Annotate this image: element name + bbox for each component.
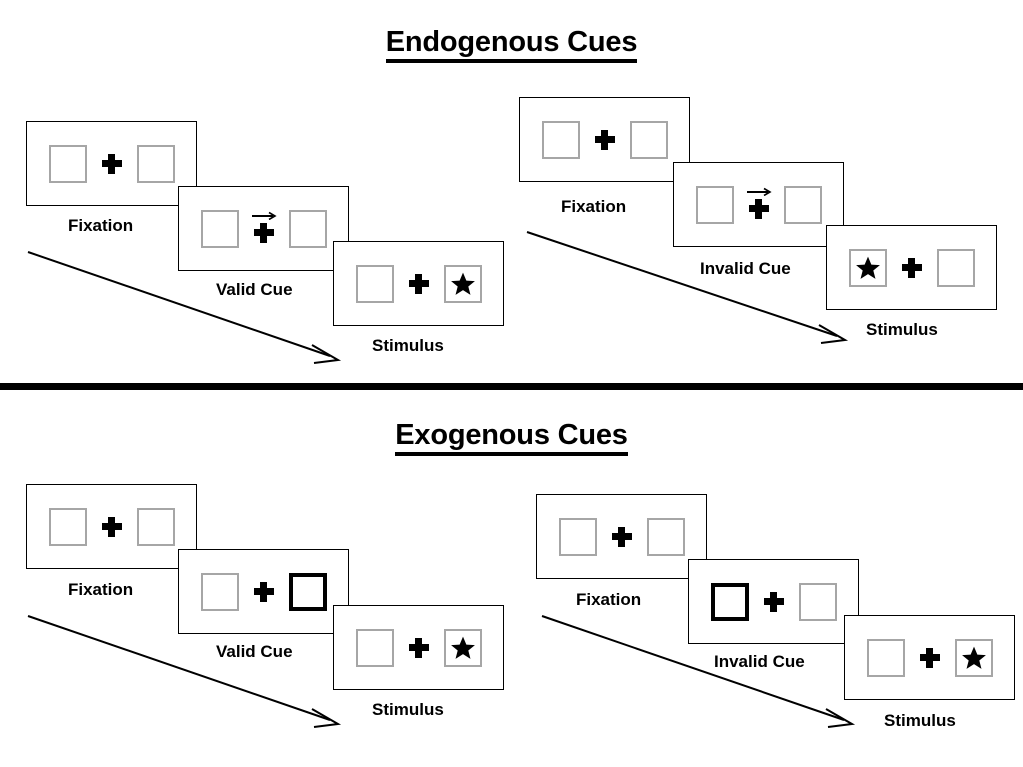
section-title-exogenous-text: Exogenous Cues: [395, 419, 628, 456]
plus-cross-icon: [101, 516, 122, 537]
trial-frame-exogenous-invalid-stimulus: [844, 615, 1015, 700]
plus-cross-icon: [408, 273, 429, 294]
trial-frame-endogenous-valid-cue: [178, 186, 349, 271]
step-label-endogenous-valid-fixation: Fixation: [68, 216, 134, 235]
placeholder-box-left-cued: [710, 582, 749, 621]
trial-frame-exogenous-invalid-cue: [688, 559, 859, 644]
plus-cross-icon: [919, 647, 940, 668]
step-label-endogenous-valid-stimulus: Stimulus: [372, 336, 444, 355]
plus-cross-icon: [901, 257, 922, 278]
plus-cross-icon: [408, 637, 429, 658]
placeholder-box-left: [866, 638, 905, 677]
plus-cross-icon: [101, 153, 122, 174]
trial-frame-endogenous-invalid-fixation: [519, 97, 690, 182]
placeholder-box-right: [136, 144, 175, 183]
plus-cross-icon: [611, 526, 632, 547]
fixation-cross-wrap: [611, 518, 633, 556]
plus-cross-icon: [748, 198, 769, 219]
step-label-endogenous-valid-cue: Valid Cue: [216, 280, 293, 299]
fixation-cross-wrap: [901, 249, 923, 287]
placeholder-box-right-target: [954, 638, 993, 677]
fixation-cross-wrap: [919, 639, 941, 677]
placeholder-box-left: [355, 628, 394, 667]
time-arrow-exogenous-invalid: [541, 615, 856, 728]
fixation-cross-wrap: [101, 508, 123, 546]
fixation-cross-wrap: [408, 265, 430, 303]
right-arrow-cue-icon: [251, 211, 277, 220]
plus-cross-icon: [253, 222, 274, 243]
star-icon: [855, 256, 880, 279]
step-label-endogenous-invalid-cue: Invalid Cue: [700, 259, 791, 278]
plus-cross-icon: [763, 591, 784, 612]
step-label-endogenous-invalid-stimulus: Stimulus: [866, 320, 938, 339]
time-arrow-exogenous-valid: [27, 615, 342, 728]
placeholder-box-left: [48, 507, 87, 546]
time-arrow-endogenous-valid: [27, 251, 342, 364]
fixation-cross-wrap: [101, 145, 123, 183]
placeholder-box-right-target: [443, 264, 482, 303]
step-label-exogenous-invalid-stimulus: Stimulus: [884, 711, 956, 730]
section-title-endogenous: Endogenous Cues: [0, 26, 1023, 63]
placeholder-box-right-cued: [288, 572, 327, 611]
star-icon: [450, 636, 475, 659]
fixation-cross-wrap: [253, 573, 275, 611]
star-icon: [450, 272, 475, 295]
placeholder-box-right: [936, 248, 975, 287]
placeholder-box-right: [798, 582, 837, 621]
step-label-exogenous-invalid-cue: Invalid Cue: [714, 652, 805, 671]
trial-frame-exogenous-invalid-fixation: [536, 494, 707, 579]
right-arrow-cue-icon: [746, 187, 772, 196]
trial-frame-endogenous-invalid-cue: [673, 162, 844, 247]
step-label-exogenous-invalid-fixation: Fixation: [576, 590, 642, 609]
step-label-exogenous-valid-fixation: Fixation: [68, 580, 134, 599]
placeholder-box-left: [541, 120, 580, 159]
step-label-exogenous-valid-stimulus: Stimulus: [372, 700, 444, 719]
trial-frame-endogenous-invalid-stimulus: [826, 225, 997, 310]
fixation-cross-wrap: [746, 186, 772, 224]
placeholder-box-right: [783, 185, 822, 224]
placeholder-box-right: [646, 517, 685, 556]
plus-cross-icon: [253, 581, 274, 602]
fixation-cross-wrap: [408, 629, 430, 667]
placeholder-box-left: [558, 517, 597, 556]
placeholder-box-left-target: [848, 248, 887, 287]
trial-frame-endogenous-valid-stimulus: [333, 241, 504, 326]
star-icon: [961, 646, 986, 669]
fixation-cross-wrap: [251, 210, 277, 248]
fixation-cross-wrap: [594, 121, 616, 159]
placeholder-box-left: [48, 144, 87, 183]
placeholder-box-left: [355, 264, 394, 303]
placeholder-box-right: [288, 209, 327, 248]
plus-cross-icon: [594, 129, 615, 150]
placeholder-box-right: [629, 120, 668, 159]
trial-frame-exogenous-valid-cue: [178, 549, 349, 634]
placeholder-box-left: [200, 572, 239, 611]
section-divider: [0, 383, 1023, 390]
placeholder-box-left: [695, 185, 734, 224]
section-title-endogenous-text: Endogenous Cues: [385, 26, 637, 63]
fixation-cross-wrap: [763, 583, 785, 621]
step-label-exogenous-valid-cue: Valid Cue: [216, 642, 293, 661]
placeholder-box-left: [200, 209, 239, 248]
placeholder-box-right: [136, 507, 175, 546]
time-arrow-endogenous-invalid: [526, 231, 849, 344]
trial-frame-exogenous-valid-stimulus: [333, 605, 504, 690]
section-title-exogenous: Exogenous Cues: [0, 419, 1023, 456]
step-label-endogenous-invalid-fixation: Fixation: [561, 197, 627, 216]
trial-frame-exogenous-valid-fixation: [26, 484, 197, 569]
placeholder-box-right-target: [443, 628, 482, 667]
trial-frame-endogenous-valid-fixation: [26, 121, 197, 206]
